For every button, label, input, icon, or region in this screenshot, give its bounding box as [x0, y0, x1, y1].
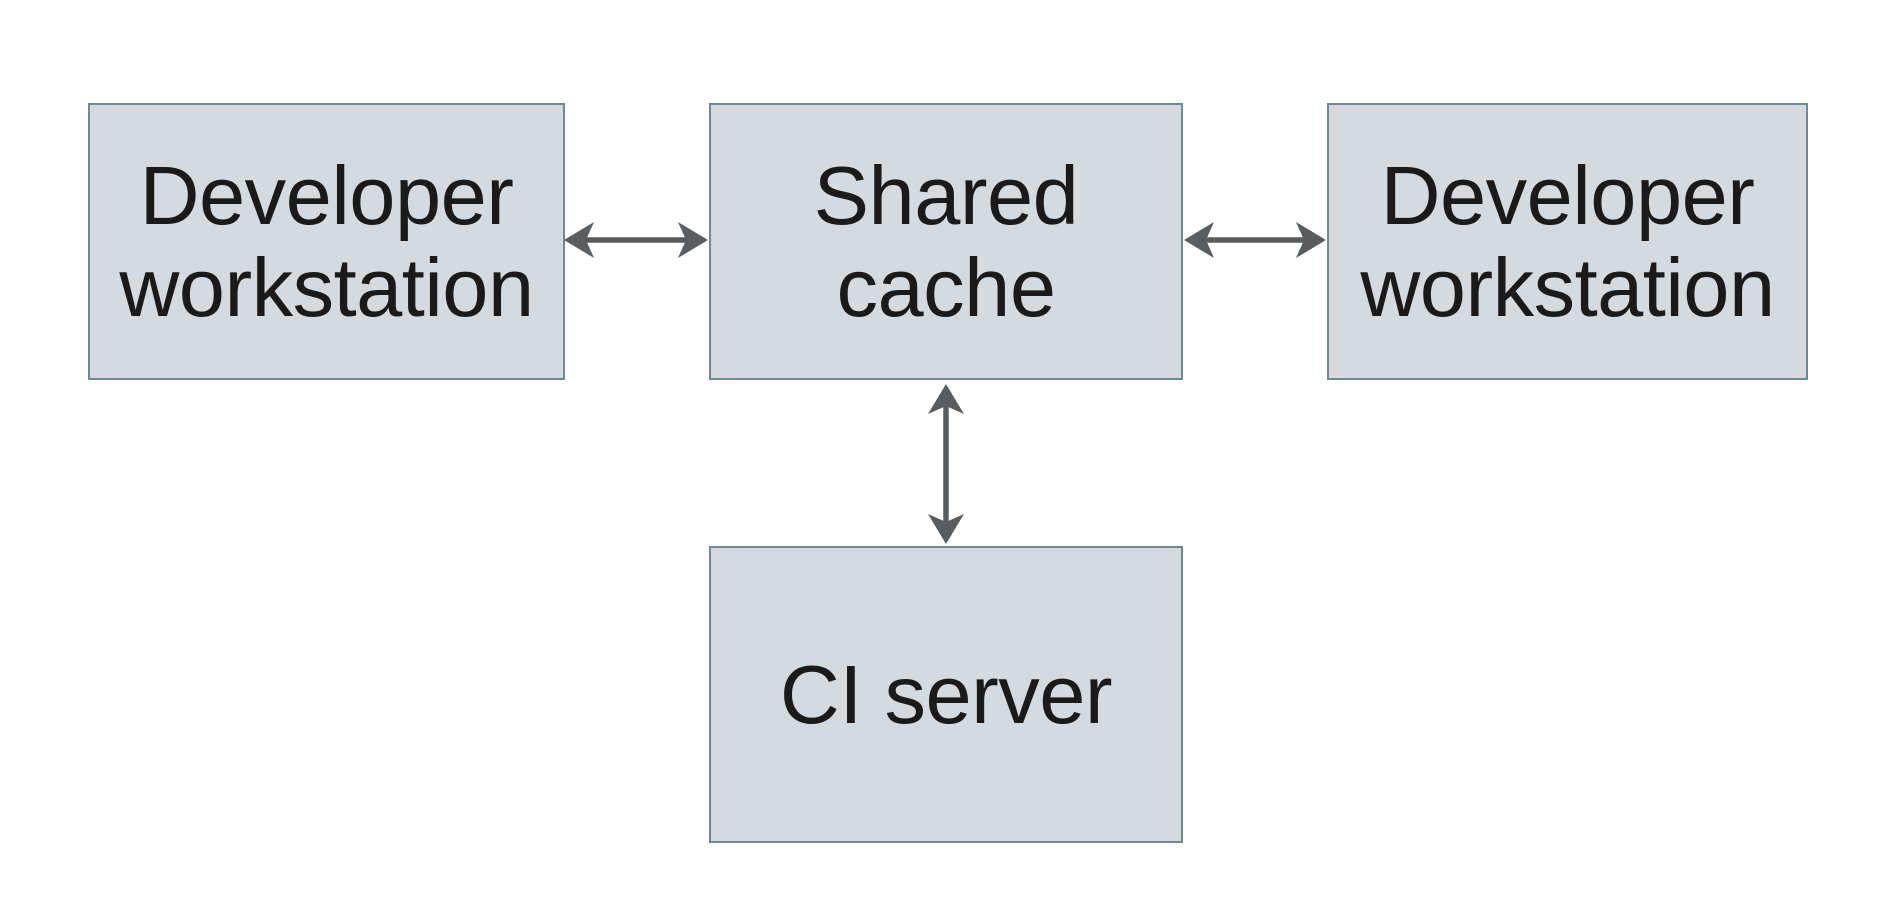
node-label: CI server: [779, 647, 1113, 741]
arrowhead-right-icon: [678, 222, 708, 258]
node-developer-workstation-left: Developer workstation: [88, 103, 565, 380]
node-ci-server: CI server: [709, 546, 1183, 843]
bidirectional-arrow-cache-right-workstation: [1184, 222, 1326, 258]
node-shared-cache: Shared cache: [709, 103, 1183, 380]
node-label: Developer workstation: [1360, 149, 1775, 334]
arrowhead-up-icon: [928, 384, 964, 414]
bidirectional-arrow-left-workstation-cache: [564, 222, 708, 258]
arrowhead-right-icon: [1296, 222, 1326, 258]
node-developer-workstation-right: Developer workstation: [1327, 103, 1808, 380]
bidirectional-arrow-cache-ci-server: [928, 384, 964, 544]
arrowhead-left-icon: [1184, 222, 1214, 258]
arrowhead-down-icon: [928, 514, 964, 544]
arrowhead-left-icon: [564, 222, 594, 258]
node-label: Shared cache: [813, 149, 1079, 334]
node-label: Developer workstation: [119, 149, 534, 334]
